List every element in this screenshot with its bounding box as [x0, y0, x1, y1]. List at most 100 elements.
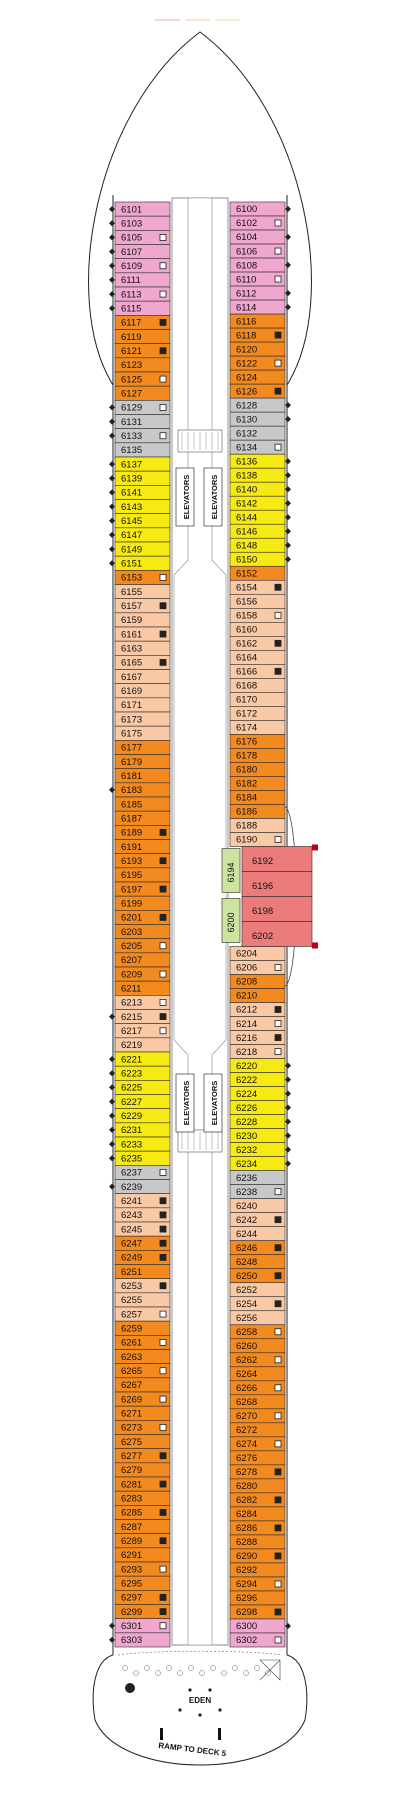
open-square-marker — [159, 375, 167, 383]
cabin-6251: 6251 — [114, 1264, 171, 1279]
cabin-6101: 6101 — [109, 201, 171, 217]
cabin-number: 6126 — [236, 386, 257, 397]
cabin-6253: 6253 — [114, 1278, 171, 1294]
cabin-number: 6170 — [236, 695, 257, 706]
lounge-seat — [133, 1670, 139, 1676]
cabin-number: 6235 — [121, 1154, 142, 1165]
cabin-number: 6273 — [121, 1423, 142, 1434]
cabin-number: 6296 — [236, 1593, 257, 1604]
diamond-marker — [109, 560, 115, 567]
cabin-6271: 6271 — [114, 1405, 171, 1421]
cabin-6243: 6243 — [114, 1207, 171, 1223]
cabin-6279: 6279 — [114, 1462, 171, 1478]
elevator-right — [203, 1073, 223, 1133]
cabin-number: 6106 — [236, 246, 257, 257]
square-marker — [274, 639, 282, 647]
square-marker — [274, 583, 282, 591]
cabin-6172: 6172 — [229, 706, 286, 721]
diamond-marker — [285, 486, 291, 493]
cabin-6169: 6169 — [114, 683, 171, 699]
cabin-number: 6203 — [121, 927, 142, 938]
cabin-6138: 6138 — [229, 467, 291, 483]
cabin-6239: 6239 — [109, 1179, 171, 1194]
cabin-number: 6217 — [121, 1026, 142, 1037]
cabin-6124: 6124 — [229, 369, 286, 385]
cabin-6301: 6301 — [109, 1618, 171, 1634]
cabin-6117: 6117 — [114, 315, 171, 330]
cabin-number: 6258 — [236, 1327, 257, 1338]
cabin-6246: 6246 — [229, 1240, 286, 1256]
open-square-marker — [159, 290, 167, 298]
cabin-6104: 6104 — [229, 229, 291, 245]
diamond-marker — [285, 1090, 291, 1097]
port-cabin-column: 6101610361056107610961116113611561176119… — [109, 201, 171, 1648]
cabin-6230: 6230 — [229, 1128, 291, 1143]
open-square-marker — [159, 234, 167, 241]
cabin-6176: 6176 — [229, 734, 286, 749]
cabin-6283: 6283 — [114, 1490, 171, 1506]
square-marker — [274, 1216, 282, 1224]
square-marker — [159, 1509, 167, 1516]
cabin-6148: 6148 — [229, 537, 291, 553]
square-marker — [159, 914, 167, 921]
cabin-6237: 6237 — [114, 1165, 171, 1180]
square-marker — [274, 1006, 282, 1013]
cabin-number: 6284 — [236, 1509, 257, 1520]
diamond-marker — [109, 404, 115, 411]
cabin-number: 6269 — [121, 1394, 142, 1405]
cabin-number: 6225 — [121, 1083, 142, 1094]
cabin-6200: 6200 — [221, 898, 241, 943]
cabin-6177: 6177 — [114, 740, 171, 755]
cabin-number: 6226 — [236, 1103, 257, 1114]
suite-box — [241, 921, 313, 947]
cabin-6218: 6218 — [229, 1044, 286, 1059]
cabin-number: 6141 — [121, 488, 142, 499]
cabin-number: 6204 — [236, 949, 257, 960]
diamond-marker — [285, 262, 291, 269]
open-square-marker — [274, 964, 282, 971]
accessible-icon — [125, 1683, 135, 1693]
stage-dot — [218, 1708, 222, 1712]
cabin-6114: 6114 — [229, 299, 291, 315]
lounge-seat — [122, 1665, 128, 1671]
cabin-number: 6280 — [236, 1481, 257, 1492]
cabin-6190: 6190 — [229, 832, 286, 847]
cabin-number: 6155 — [121, 587, 142, 598]
cabin-6234: 6234 — [229, 1156, 291, 1171]
cabin-number: 6108 — [236, 260, 257, 271]
cabin-6143: 6143 — [109, 499, 171, 514]
cabin-6267: 6267 — [114, 1377, 171, 1393]
cabin-6228: 6228 — [229, 1114, 291, 1129]
diamond-marker — [285, 528, 291, 535]
cabin-number: 6125 — [121, 374, 142, 385]
cabin-6129: 6129 — [109, 400, 171, 415]
central-corridor — [171, 197, 229, 1646]
cabin-box — [114, 1632, 171, 1648]
cabin-6258: 6258 — [229, 1324, 286, 1340]
diamond-marker — [109, 1636, 115, 1643]
cabin-number: 6101 — [121, 204, 142, 215]
cabin-number: 6253 — [121, 1281, 142, 1292]
open-square-marker — [274, 443, 282, 451]
cabin-number: 6218 — [236, 1047, 257, 1058]
cabin-6216: 6216 — [229, 1030, 286, 1045]
cabin-6110: 6110 — [229, 271, 286, 287]
diamond-marker — [285, 402, 291, 409]
cabin-number: 6228 — [236, 1117, 257, 1128]
cabin-6273: 6273 — [114, 1420, 171, 1435]
cabin-6179: 6179 — [114, 754, 171, 769]
cabin-number: 6281 — [121, 1479, 142, 1490]
cabin-number: 6297 — [121, 1593, 142, 1604]
cabin-number: 6130 — [236, 414, 257, 425]
stern-outline — [92, 1654, 308, 1766]
cabin-number: 6117 — [121, 318, 141, 329]
connector-box — [221, 898, 241, 943]
cabin-6156: 6156 — [229, 593, 286, 609]
cabin-number: 6171 — [121, 700, 142, 711]
lounge-seat — [155, 1670, 161, 1676]
diamond-marker — [109, 1126, 115, 1133]
cabin-6245: 6245 — [114, 1221, 171, 1237]
cabin-6144: 6144 — [229, 509, 291, 525]
diamond-marker — [285, 206, 291, 213]
cabin-number: 6148 — [236, 540, 257, 551]
